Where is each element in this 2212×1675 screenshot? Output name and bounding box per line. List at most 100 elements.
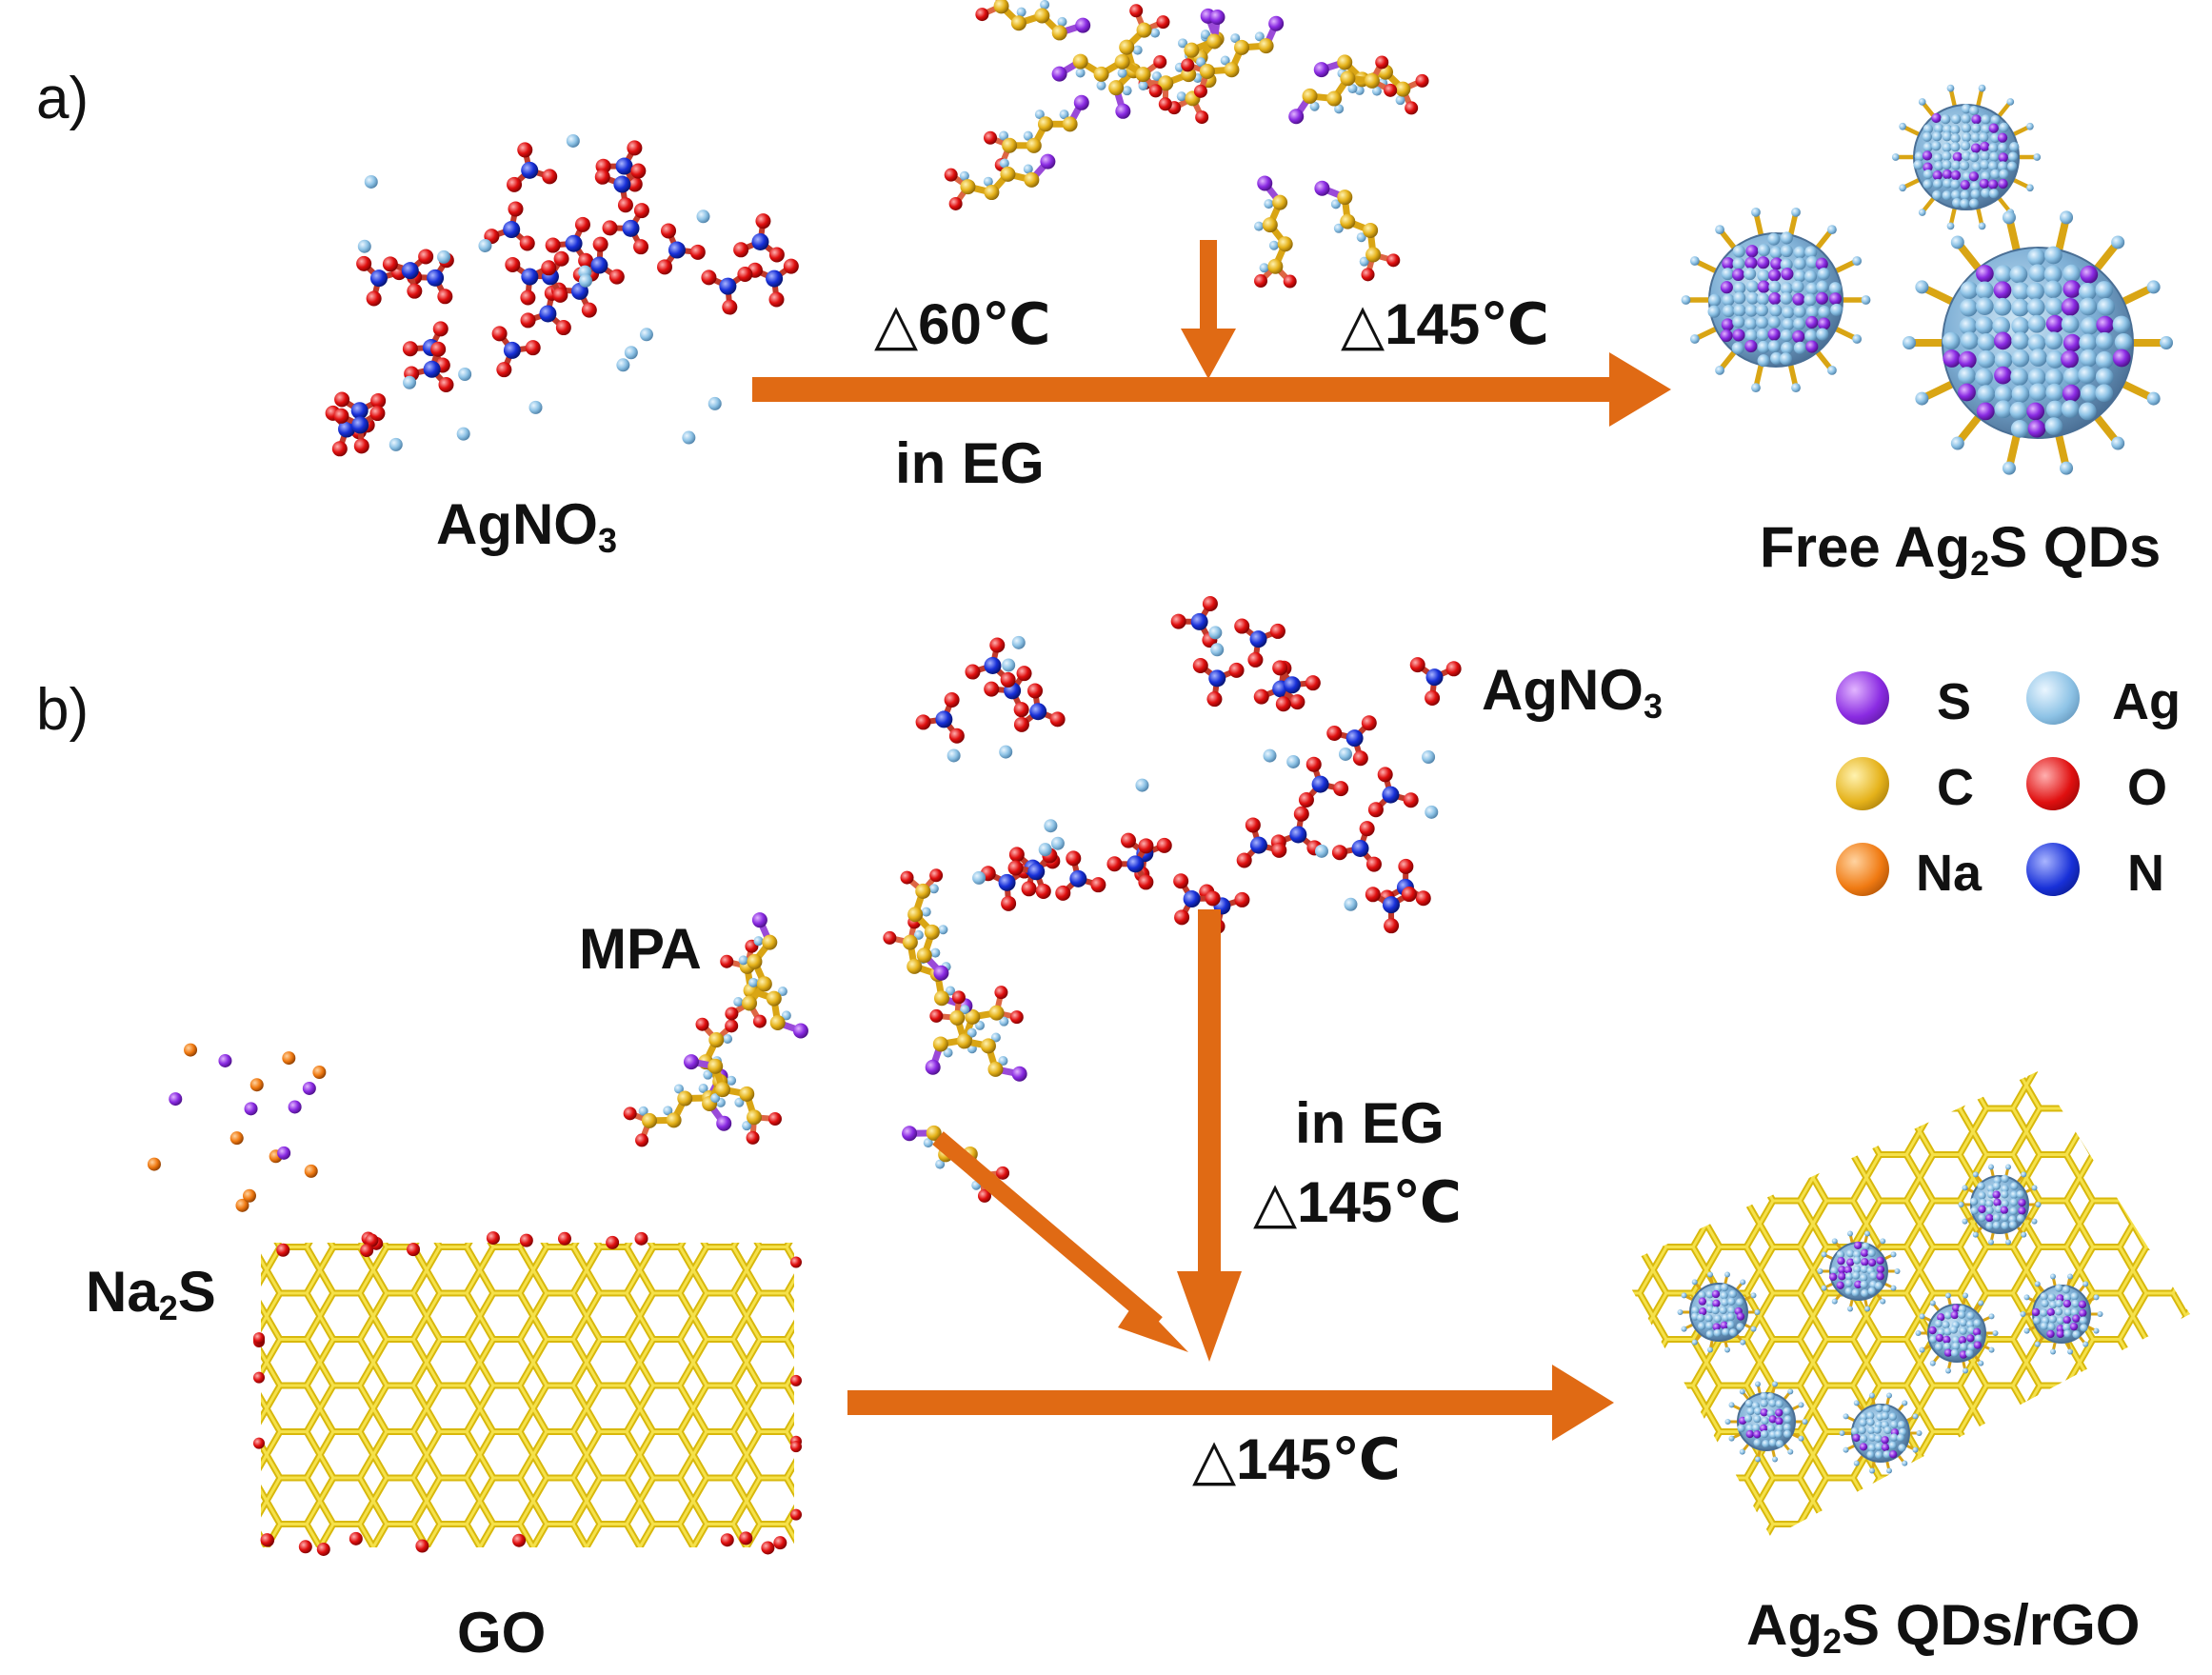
hydrogen-atom <box>938 925 948 935</box>
silver-atom <box>2033 1316 2042 1325</box>
sulfur-atom <box>1950 169 1962 181</box>
sulfur-atom <box>925 1059 941 1075</box>
silver-atom <box>1719 1306 1727 1315</box>
panel-b-label: b) <box>36 677 90 743</box>
hydrogen-atom <box>1861 295 1871 305</box>
nitrogen-atom <box>521 268 539 286</box>
legend-ball-s <box>1836 671 1889 725</box>
sulfur-atom <box>1987 179 1999 189</box>
sulfur-atom <box>1837 1257 1845 1266</box>
carbon-atom <box>1034 8 1050 24</box>
silver-atom <box>1932 131 1943 142</box>
silver-atom <box>1704 1314 1713 1323</box>
silver-atom <box>1866 1450 1875 1459</box>
nitrogen-atom <box>1425 668 1444 687</box>
oxygen-atom <box>965 664 981 680</box>
silver-atom <box>2095 331 2114 350</box>
hydrogen-atom <box>1988 1313 1995 1320</box>
carbon-atom <box>1277 236 1293 252</box>
panel-a-step1-condition: △60℃ <box>874 292 1051 356</box>
oxygen-atom <box>1007 860 1024 876</box>
sulfur-atom <box>751 912 767 928</box>
oxygen-atom <box>695 1017 709 1031</box>
oxygen-atom <box>1129 4 1144 18</box>
silver-atom <box>1959 160 1970 171</box>
hydrogen-atom <box>1724 1346 1731 1353</box>
silver-atom <box>2063 264 2081 283</box>
hydrogen-atom <box>1787 1448 1794 1455</box>
panel-b-sulfur-source: Na2S <box>86 1259 216 1328</box>
silver-atom <box>1867 1286 1876 1296</box>
oxygen-atom <box>505 256 521 272</box>
silver-atom <box>1753 1406 1763 1416</box>
panel-b-condition-temp-horizontal: △145℃ <box>1192 1427 1401 1491</box>
silver-atom <box>1942 131 1952 142</box>
silver-atom <box>1958 1310 1966 1319</box>
sulfur-atom <box>2046 1307 2055 1317</box>
silver-atom <box>1859 1434 1868 1443</box>
sulfur-atom <box>1721 318 1734 331</box>
silver-atom <box>2011 282 2030 301</box>
oxygen-atom <box>557 1231 571 1246</box>
silver-atom <box>1960 281 1979 300</box>
sulfur-atom <box>1040 153 1056 169</box>
oxygen-atom <box>720 1533 734 1547</box>
silver-atom <box>1934 1343 1943 1351</box>
nitrogen-atom <box>565 234 583 252</box>
silver-atom <box>1852 1256 1862 1265</box>
oxygen-atom <box>608 269 625 285</box>
silver-atom <box>2040 1322 2049 1330</box>
silver-atom <box>1691 1306 1700 1315</box>
oxygen-atom <box>1138 874 1154 890</box>
silver-atom <box>1744 317 1757 330</box>
silver-atom <box>1736 1323 1744 1331</box>
silver-atom <box>1950 125 1961 135</box>
silver-atom <box>1867 1444 1877 1452</box>
hydrogen-atom <box>1681 295 1691 305</box>
oxygen-atom <box>633 239 649 255</box>
carbon-atom <box>762 934 778 950</box>
oxygen-atom <box>1090 877 1106 893</box>
sulfur-atom <box>1970 143 1982 153</box>
hydrogen-atom <box>703 1069 713 1080</box>
oxygen-atom <box>525 340 541 356</box>
silver-atom <box>2070 1292 2079 1301</box>
oxygen-atom <box>657 259 673 275</box>
silver-atom <box>1775 1424 1784 1433</box>
oxygen-atom <box>1269 623 1285 639</box>
silver-ion <box>999 745 1013 759</box>
oxygen-atom <box>574 216 590 232</box>
silver-atom <box>2070 1307 2080 1317</box>
oxygen-atom <box>253 1332 265 1345</box>
silver-atom <box>1985 1206 1994 1215</box>
sulfur-atom <box>1992 1190 2001 1199</box>
oxygen-atom <box>592 236 608 252</box>
hydrogen-atom <box>1846 1306 1853 1312</box>
silver-atom <box>1803 293 1817 307</box>
silver-atom <box>1888 1441 1897 1450</box>
carbon-atom <box>932 1036 948 1052</box>
sulfur-atom <box>1760 1408 1768 1417</box>
silver-atom <box>1780 282 1793 295</box>
hydrogen-atom <box>999 130 1009 141</box>
silver-ion <box>1263 748 1277 763</box>
carbon-atom <box>1337 189 1353 206</box>
oxygen-atom <box>1206 691 1223 708</box>
sulfur-atom <box>1744 256 1758 269</box>
oxygen-atom <box>984 130 998 145</box>
oxygen-atom <box>1293 806 1309 822</box>
nitrogen-atom <box>590 256 608 274</box>
hydrogen-atom <box>1057 16 1067 27</box>
sodium-ion <box>147 1157 161 1171</box>
hydrogen-atom <box>1987 1239 1994 1246</box>
silver-atom <box>1844 1286 1853 1296</box>
sulfur-atom <box>1876 1265 1885 1274</box>
hydrogen-atom <box>2049 1348 2056 1355</box>
hydrogen-atom <box>2023 1327 2030 1334</box>
sulfur-atom <box>1922 150 1933 161</box>
hydrogen-atom <box>1958 1202 1964 1207</box>
silver-atom <box>1968 105 1980 116</box>
silver-atom <box>2112 315 2131 334</box>
legend-ball-c <box>1836 757 1889 810</box>
hydrogen-atom <box>1724 1419 1731 1425</box>
